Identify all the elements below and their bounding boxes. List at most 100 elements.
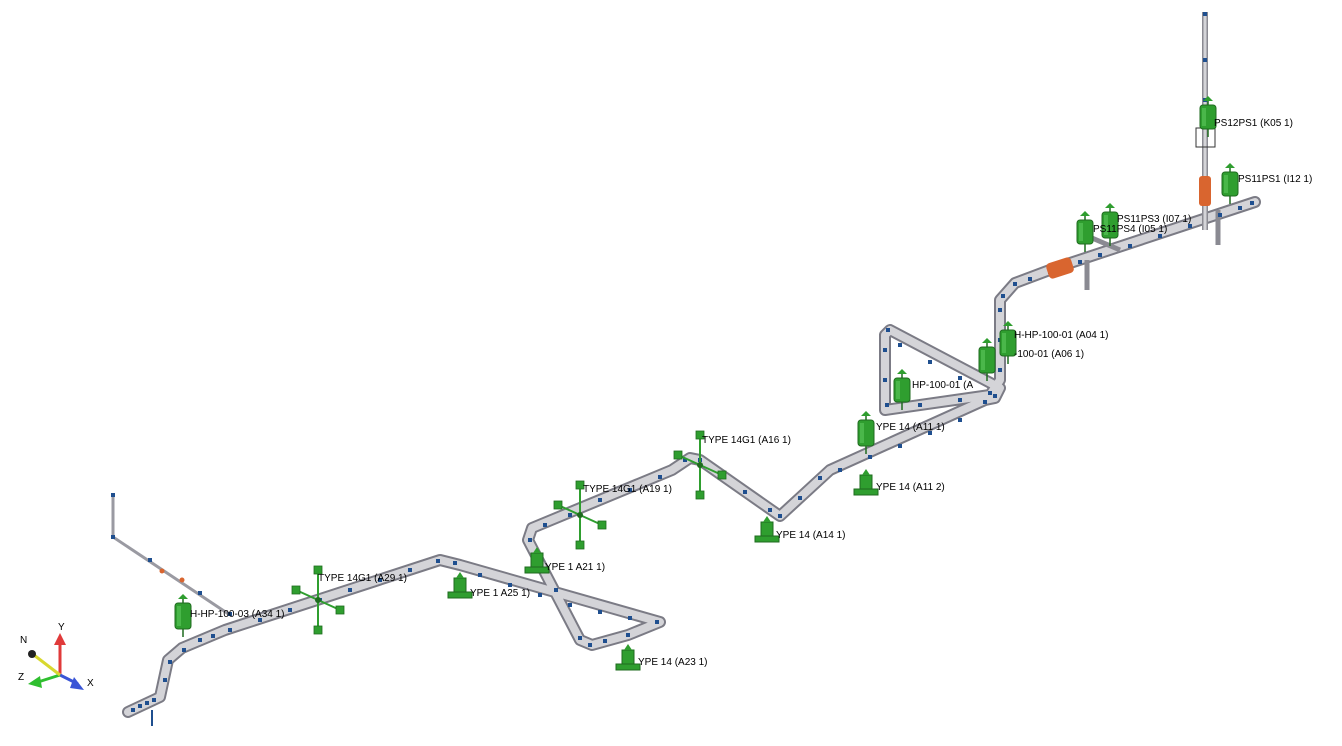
node-marker[interactable] (198, 638, 202, 642)
node-marker[interactable] (958, 376, 962, 380)
node-marker[interactable] (928, 431, 932, 435)
node-marker[interactable] (883, 378, 887, 382)
node-marker[interactable] (198, 591, 202, 595)
node-marker[interactable] (211, 634, 215, 638)
spring-hanger[interactable] (1221, 163, 1239, 204)
spring-hanger[interactable] (1101, 203, 1119, 246)
node-marker[interactable] (1028, 277, 1032, 281)
guide-support[interactable] (291, 565, 345, 635)
node-marker[interactable] (543, 523, 547, 527)
node-marker[interactable] (111, 535, 115, 539)
node-marker[interactable] (148, 558, 152, 562)
node-marker[interactable] (578, 636, 582, 640)
node-marker[interactable] (528, 538, 532, 542)
node-marker[interactable] (145, 701, 149, 705)
node-marker[interactable] (993, 394, 997, 398)
node-marker[interactable] (288, 608, 292, 612)
node-marker[interactable] (1250, 201, 1254, 205)
node-marker[interactable] (988, 391, 992, 395)
node-marker[interactable] (163, 678, 167, 682)
node-marker[interactable] (453, 561, 457, 565)
node-marker[interactable] (598, 610, 602, 614)
spring-hanger[interactable] (893, 369, 911, 410)
node-marker[interactable] (138, 704, 142, 708)
rest-support[interactable] (853, 469, 879, 496)
node-marker[interactable] (111, 493, 115, 497)
node-marker[interactable] (378, 578, 382, 582)
node-marker[interactable] (603, 639, 607, 643)
node-marker[interactable] (182, 648, 186, 652)
node-marker[interactable] (258, 618, 262, 622)
node-marker[interactable] (588, 643, 592, 647)
node-marker[interactable] (1238, 206, 1242, 210)
node-marker[interactable] (885, 403, 889, 407)
node-marker[interactable] (798, 496, 802, 500)
node-marker[interactable] (683, 458, 687, 462)
node-marker[interactable] (568, 603, 572, 607)
node-marker[interactable] (1013, 282, 1017, 286)
node-marker[interactable] (1001, 294, 1005, 298)
node-marker[interactable] (626, 633, 630, 637)
node-marker[interactable] (998, 368, 1002, 372)
node-marker[interactable] (508, 583, 512, 587)
rest-support[interactable] (447, 572, 473, 599)
node-marker[interactable] (1158, 234, 1162, 238)
node-marker[interactable] (1203, 12, 1207, 16)
node-marker[interactable] (538, 593, 542, 597)
node-marker[interactable] (1218, 213, 1222, 217)
node-marker[interactable] (868, 455, 872, 459)
spring-hanger[interactable] (1199, 96, 1217, 137)
node-marker[interactable] (131, 708, 135, 712)
guide-support[interactable] (553, 480, 607, 550)
node-marker[interactable] (958, 418, 962, 422)
node-marker[interactable] (883, 348, 887, 352)
node-marker[interactable] (998, 308, 1002, 312)
node-marker[interactable] (1128, 244, 1132, 248)
node-marker[interactable] (554, 588, 558, 592)
node-marker[interactable] (598, 498, 602, 502)
node-marker[interactable] (1078, 260, 1082, 264)
rest-support[interactable] (754, 516, 780, 543)
node-marker[interactable] (1188, 224, 1192, 228)
spring-hanger[interactable] (999, 321, 1017, 364)
node-marker[interactable] (408, 568, 412, 572)
node-marker[interactable] (1098, 253, 1102, 257)
guide-support[interactable] (673, 430, 727, 500)
node-marker[interactable] (152, 698, 156, 702)
node-marker[interactable] (628, 488, 632, 492)
node-marker[interactable] (1203, 58, 1207, 62)
node-marker[interactable] (658, 475, 662, 479)
node-marker[interactable] (898, 444, 902, 448)
node-marker[interactable] (655, 620, 659, 624)
node-marker[interactable] (983, 400, 987, 404)
node-marker[interactable] (818, 476, 822, 480)
spring-hanger[interactable] (174, 594, 192, 637)
spring-hanger[interactable] (978, 338, 996, 381)
node-marker[interactable] (838, 468, 842, 472)
node-marker[interactable] (228, 628, 232, 632)
node-marker[interactable] (743, 490, 747, 494)
node-marker[interactable] (228, 612, 232, 616)
node-marker[interactable] (918, 403, 922, 407)
node-marker[interactable] (348, 588, 352, 592)
node-marker[interactable] (628, 616, 632, 620)
node-marker[interactable] (928, 360, 932, 364)
node-marker[interactable] (778, 514, 782, 518)
spring-hanger[interactable] (1076, 211, 1094, 252)
node-marker[interactable] (886, 328, 890, 332)
valve-orange-small[interactable] (1199, 176, 1211, 206)
node-marker[interactable] (168, 660, 172, 664)
rest-support[interactable] (524, 547, 550, 574)
spring-hanger[interactable] (857, 411, 875, 454)
node-marker[interactable] (436, 559, 440, 563)
node-marker[interactable] (768, 508, 772, 512)
node-marker[interactable] (568, 513, 572, 517)
node-marker[interactable] (478, 573, 482, 577)
pipe-branch-stub[interactable] (1091, 235, 1121, 253)
node-marker[interactable] (958, 398, 962, 402)
pipe-vent-left[interactable] (111, 493, 231, 617)
rest-support[interactable] (615, 644, 641, 671)
valve-orange[interactable] (1045, 256, 1075, 279)
node-marker[interactable] (898, 343, 902, 347)
